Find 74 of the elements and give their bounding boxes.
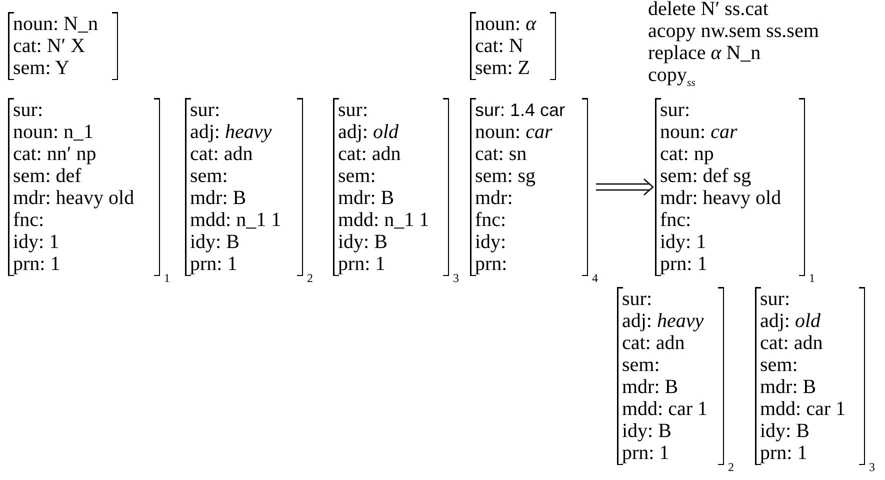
attribute-value: sur:	[13, 99, 44, 121]
attribute-value: mdd: n_1 1	[338, 209, 430, 231]
attribute-value: sur:	[338, 99, 369, 121]
attribute-value: sur:	[760, 288, 791, 310]
attribute-value: prn:	[475, 253, 508, 275]
attribute-value: cat: nn′ np	[13, 143, 98, 165]
attribute-value: idy: 1	[660, 231, 708, 253]
subscript-index: 1	[809, 272, 815, 284]
attribute-value: fnc:	[475, 209, 508, 231]
attribute-value: mdr:	[475, 187, 514, 209]
attribute-value: mdr: B	[190, 187, 248, 209]
attribute-value: idy:	[475, 231, 508, 253]
attribute-value: noun: car	[475, 121, 554, 143]
attribute-value: prn: 1	[760, 442, 808, 464]
attribute-value: adj: heavy	[190, 121, 273, 143]
double-arrow	[595, 178, 654, 196]
attribute-value: sur:	[622, 288, 653, 310]
attribute-value: sur:	[190, 99, 221, 121]
attribute-value: prn: 1	[338, 253, 386, 275]
attribute-value: mdr: heavy old	[13, 187, 136, 209]
attribute-value: cat: adn	[760, 332, 824, 354]
attribute-value: sem: Y	[13, 57, 70, 79]
attribute-value: sem:	[190, 165, 229, 187]
attribute-value: idy: 1	[13, 231, 60, 253]
attribute-value: cat: N	[475, 35, 524, 57]
attribute-value: mdr: B	[622, 376, 680, 398]
rule-operation: acopy nw.sem ss.sem	[648, 20, 819, 42]
attribute-value: mdr: B	[338, 187, 396, 209]
attribute-value: sem: def sg	[660, 165, 752, 187]
attribute-value: fnc:	[660, 209, 692, 231]
subscript-index: 1	[164, 272, 170, 284]
attribute-value: noun: car	[660, 121, 738, 143]
attribute-value: prn: 1	[660, 253, 708, 275]
attribute-value: sur: 1.4 car	[475, 99, 566, 121]
attribute-value: sur:	[660, 99, 691, 121]
attribute-value: fnc:	[13, 209, 46, 231]
attribute-value: cat: sn	[475, 143, 528, 165]
attribute-value: idy: B	[190, 231, 240, 253]
rule-operation: copy$_{ss}$	[648, 64, 696, 91]
attribute-value: prn: 1	[622, 442, 670, 464]
attribute-value: mdd: car 1	[760, 398, 847, 420]
rule-operation: replace α N_n	[648, 42, 761, 64]
attribute-value: prn: 1	[190, 253, 238, 275]
attribute-value: sem: sg	[475, 165, 537, 187]
attribute-value: noun: N_n	[13, 13, 99, 35]
attribute-value: idy: B	[760, 420, 810, 442]
attribute-value: idy: B	[338, 231, 388, 253]
subscript-index: 2	[307, 272, 313, 284]
subscript-index: 3	[869, 461, 875, 473]
attribute-value: idy: B	[622, 420, 672, 442]
attribute-value: cat: adn	[190, 143, 254, 165]
attribute-value: mdd: car 1	[622, 398, 709, 420]
attribute-value: mdr: B	[760, 376, 818, 398]
attribute-value: cat: N′ X	[13, 35, 86, 57]
attribute-value: mdr: heavy old	[660, 187, 782, 209]
attribute-value: adj: old	[338, 121, 400, 143]
attribute-value: sem:	[338, 165, 377, 187]
attribute-value: noun: n_1	[13, 121, 95, 143]
attribute-value: adj: heavy	[622, 310, 705, 332]
attribute-value: sem: def	[13, 165, 82, 187]
subscript-index: 2	[728, 461, 734, 473]
attribute-value: mdd: n_1 1	[190, 209, 282, 231]
attribute-value: adj: old	[760, 310, 822, 332]
attribute-value: sem:	[622, 354, 661, 376]
attribute-value: sem: Z	[475, 57, 531, 79]
attribute-value: noun: α	[475, 13, 538, 35]
rule-operation: delete N′ ss.cat	[648, 0, 768, 20]
attribute-value: prn: 1	[13, 253, 62, 275]
attribute-value: sem:	[760, 354, 799, 376]
attribute-value: cat: np	[660, 143, 715, 165]
attribute-value: cat: adn	[622, 332, 686, 354]
subscript-index: 4	[592, 272, 598, 284]
attribute-value: cat: adn	[338, 143, 402, 165]
subscript-index: 3	[453, 272, 459, 284]
